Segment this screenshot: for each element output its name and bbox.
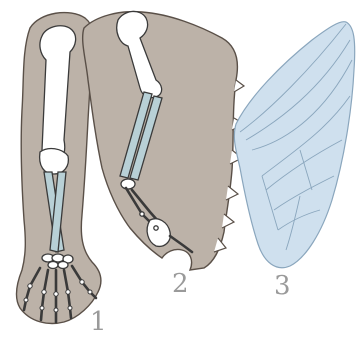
insect-wing-membrane: [234, 22, 354, 268]
insect-wing: 3: [234, 22, 354, 301]
bird-wing: 2: [83, 11, 244, 299]
figure-label-1: 1: [90, 307, 107, 337]
figure-label-2: 2: [172, 269, 189, 299]
figure-label-3: 3: [274, 271, 291, 301]
elbow-joint: [40, 149, 69, 174]
